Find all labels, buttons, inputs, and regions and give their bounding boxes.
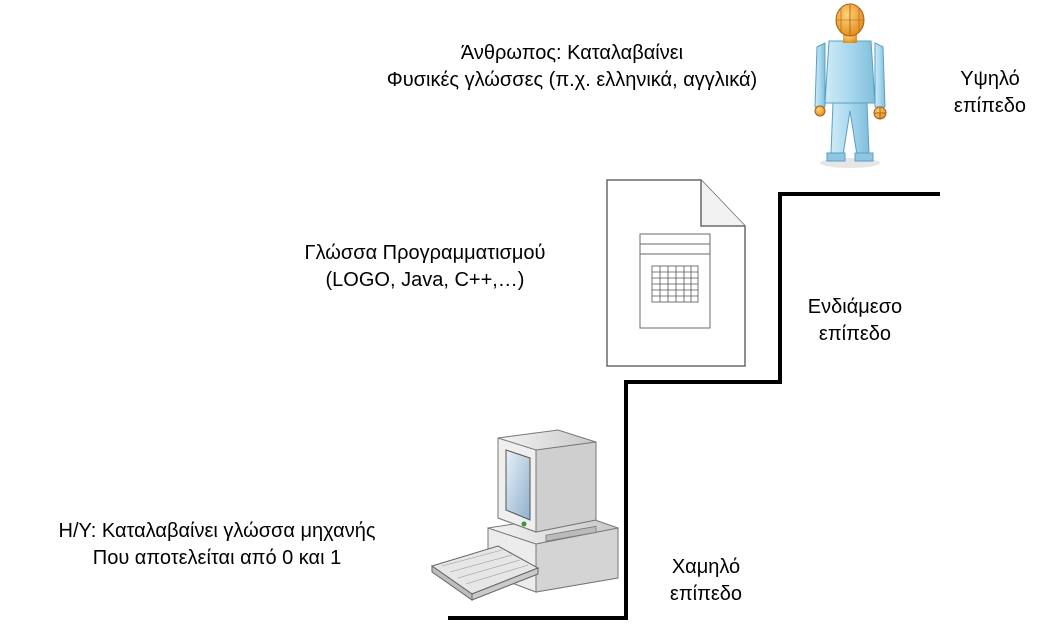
computer-caption-line1: Η/Υ: Καταλαβαίνει γλώσσα μηχανής: [58, 520, 376, 542]
document-icon: [606, 179, 746, 367]
level-middle-line1: Ενδιάμεσο: [807, 296, 903, 318]
human-caption-line1: Άνθρωπος: Καταλαβαίνει: [460, 42, 684, 64]
programming-caption-line1: Γλώσσα Προγραμματισμού: [304, 242, 546, 264]
level-low-line1: Χαμηλό: [671, 556, 741, 578]
level-high-label: Υψηλό επίπεδο: [940, 66, 1040, 120]
human-caption-line2: Φυσικές γλώσσες (π.χ. ελληνικά, αγγλικά): [386, 69, 758, 91]
level-middle-line2: επίπεδο: [818, 323, 892, 345]
level-middle-label: Ενδιάμεσο επίπεδο: [790, 294, 920, 348]
person-icon: [814, 3, 887, 168]
programming-caption-line2: (LOGO, Java, C++,…): [325, 269, 525, 291]
human-caption: Άνθρωπος: Καταλαβαίνει Φυσικές γλώσσες (…: [332, 40, 812, 94]
computer-caption-line2: Που αποτελείται από 0 και 1: [92, 547, 342, 569]
computer-caption: Η/Υ: Καταλαβαίνει γλώσσα μηχανής Που απο…: [2, 518, 432, 572]
level-high-line1: Υψηλό: [960, 68, 1020, 90]
level-low-label: Χαμηλό επίπεδο: [646, 554, 766, 608]
programming-caption: Γλώσσα Προγραμματισμού (LOGO, Java, C++,…: [230, 240, 620, 294]
staircase-line: [448, 192, 940, 620]
level-high-line2: επίπεδο: [953, 95, 1027, 117]
computer-icon: [430, 429, 619, 601]
level-low-line2: επίπεδο: [669, 583, 743, 605]
